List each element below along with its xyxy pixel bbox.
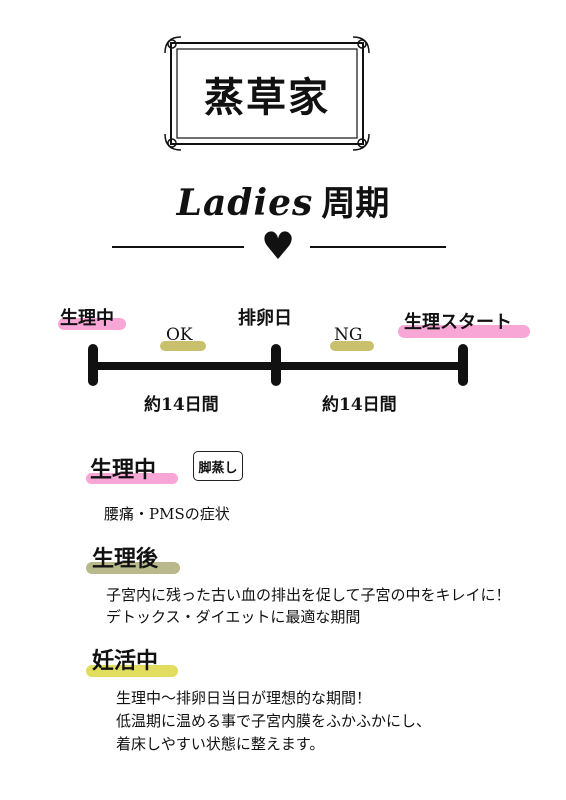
section-3-line-3: 着床しやすい状態に整えます。 [116,735,325,753]
divider-left [112,246,244,248]
heart-icon: ♥ [260,224,296,268]
timeline-ng-label: NG [334,325,363,345]
timeline-end-label: 生理スタート [404,312,512,333]
timeline-start-label: 生理中 [60,308,114,329]
title-english: Ladies [176,182,314,224]
section-1-highlight [86,473,178,484]
section-2-line-1: 子宮内に残った古い血の排出を促して子宮の中をキレイに！ [106,586,511,604]
section-2-line-2: デトックス・ダイエットに最適な期間 [106,608,361,626]
section-1-badge: 脚蒸し [193,451,243,481]
section-3-line-2: 低温期に温める事で子宮内膜をふかふかにし、 [116,712,432,730]
highlight-ng [330,341,374,351]
logo-frame [164,36,370,151]
divider-right [310,246,446,248]
timeline-span-1: 約14日間 [144,395,219,415]
section-3-heading: 妊活中 [92,648,159,674]
timeline-tick-ovulation [271,344,281,386]
timeline-tick-end [458,344,468,386]
highlight-start [58,318,126,330]
timeline-ok-label: OK [166,325,193,345]
section-1-line-1: 腰痛・PMSの症状 [104,505,230,523]
timeline-span-2: 約14日間 [322,395,397,415]
highlight-ok [160,341,206,351]
timeline-tick-start [88,344,98,386]
highlight-end [398,325,530,338]
timeline-ovulation-label: 排卵日 [238,308,292,329]
section-3-highlight [86,665,178,677]
section-2-highlight [86,562,180,574]
section-3-line-1: 生理中〜排卵日当日が理想的な期間！ [116,689,372,707]
section-1-heading: 生理中 [90,457,157,483]
title-japanese: 周期 [321,184,390,224]
logo-text: 蒸草家 [204,73,330,121]
section-2-heading: 生理後 [92,546,159,572]
